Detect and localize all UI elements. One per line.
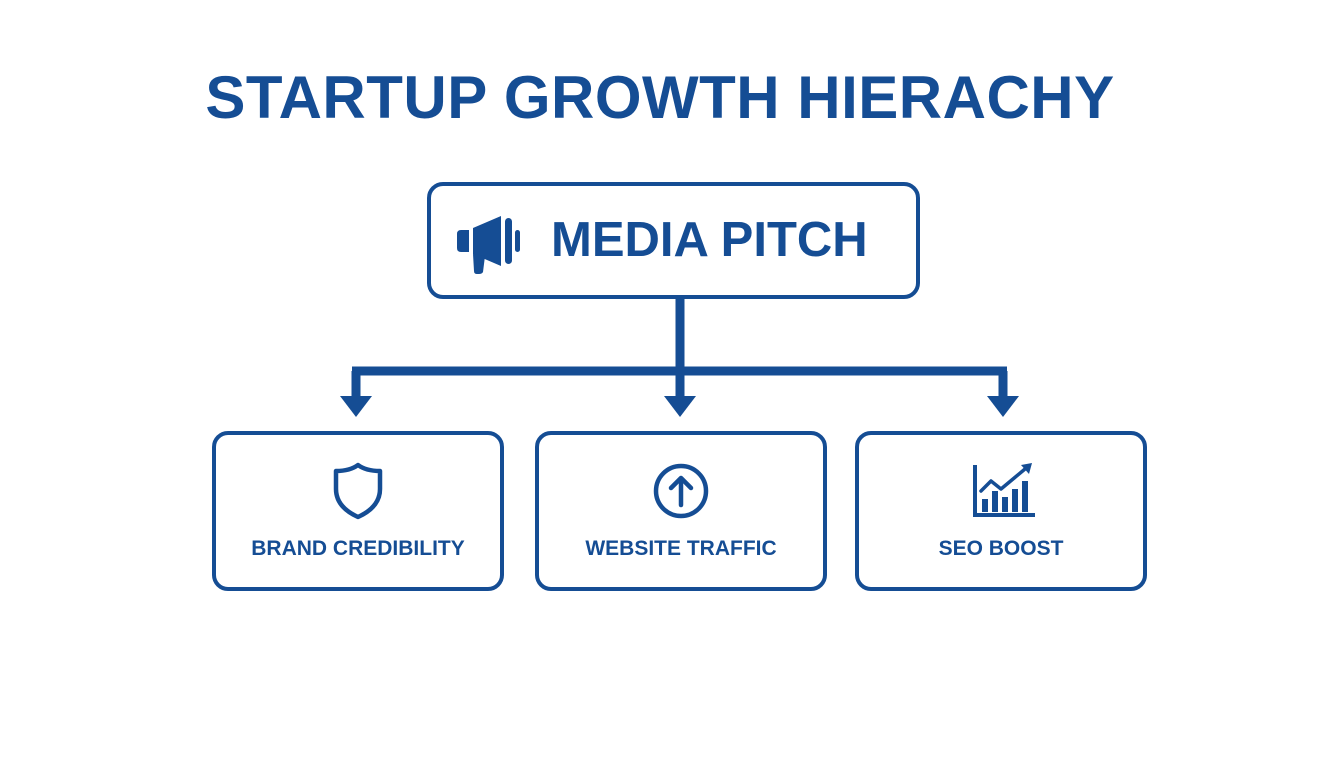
arrow-up-circle-icon	[649, 459, 713, 523]
shield-icon	[326, 459, 390, 523]
megaphone-icon	[455, 210, 525, 274]
bar-chart-growth-icon	[969, 459, 1035, 523]
brand-credibility-label: BRAND CREDIBILITY	[251, 537, 465, 560]
media-pitch-node: MEDIA PITCH	[427, 182, 920, 299]
seo-boost-node: SEO BOOST	[855, 431, 1147, 591]
seo-boost-label: SEO BOOST	[938, 537, 1064, 560]
arrowhead-right	[987, 396, 1019, 417]
media-pitch-label: MEDIA PITCH	[551, 213, 868, 267]
arrowhead-left	[340, 396, 372, 417]
arrowhead-center	[664, 396, 696, 417]
brand-credibility-node: BRAND CREDIBILITY	[212, 431, 504, 591]
diagram-title: STARTUP GROWTH HIERACHY	[205, 64, 1115, 131]
website-traffic-label: WEBSITE TRAFFIC	[585, 537, 777, 560]
website-traffic-node: WEBSITE TRAFFIC	[535, 431, 827, 591]
